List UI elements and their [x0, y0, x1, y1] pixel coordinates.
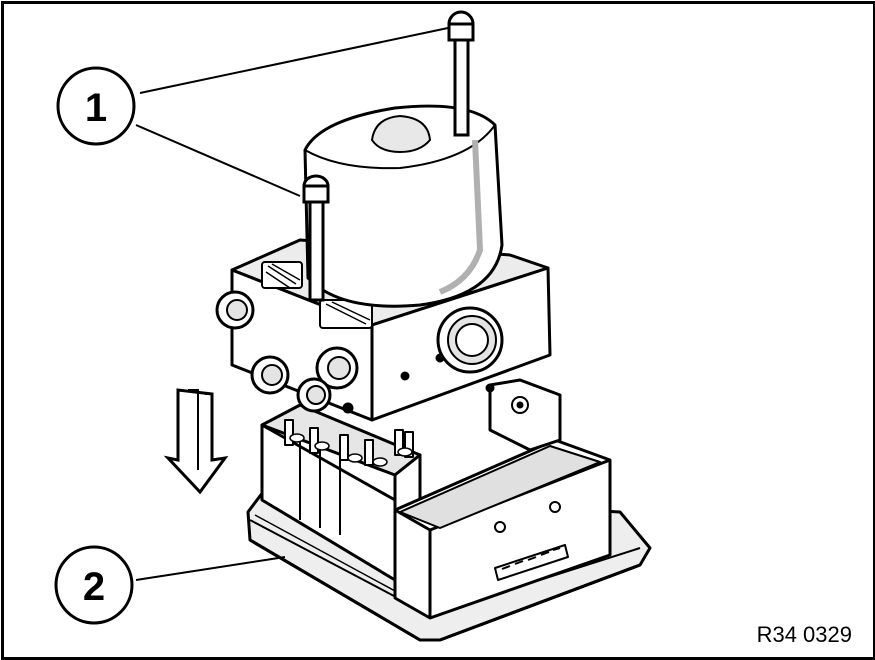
callout-1-label: 1 [85, 86, 107, 130]
callout-1-circle [56, 66, 136, 146]
guide-pin-front [302, 174, 330, 302]
callout-2-circle [54, 545, 134, 625]
control-unit-body [260, 378, 612, 620]
callout-1: 1 [56, 66, 136, 146]
pump-motor-housing [303, 104, 504, 308]
callout-2: 2 [54, 545, 134, 625]
guide-pin-rear [447, 10, 475, 137]
callout-2-label: 2 [83, 565, 105, 609]
reference-code: R34 0329 [757, 622, 852, 647]
callout-leaders [135, 27, 449, 581]
downward-arrow [163, 388, 229, 495]
